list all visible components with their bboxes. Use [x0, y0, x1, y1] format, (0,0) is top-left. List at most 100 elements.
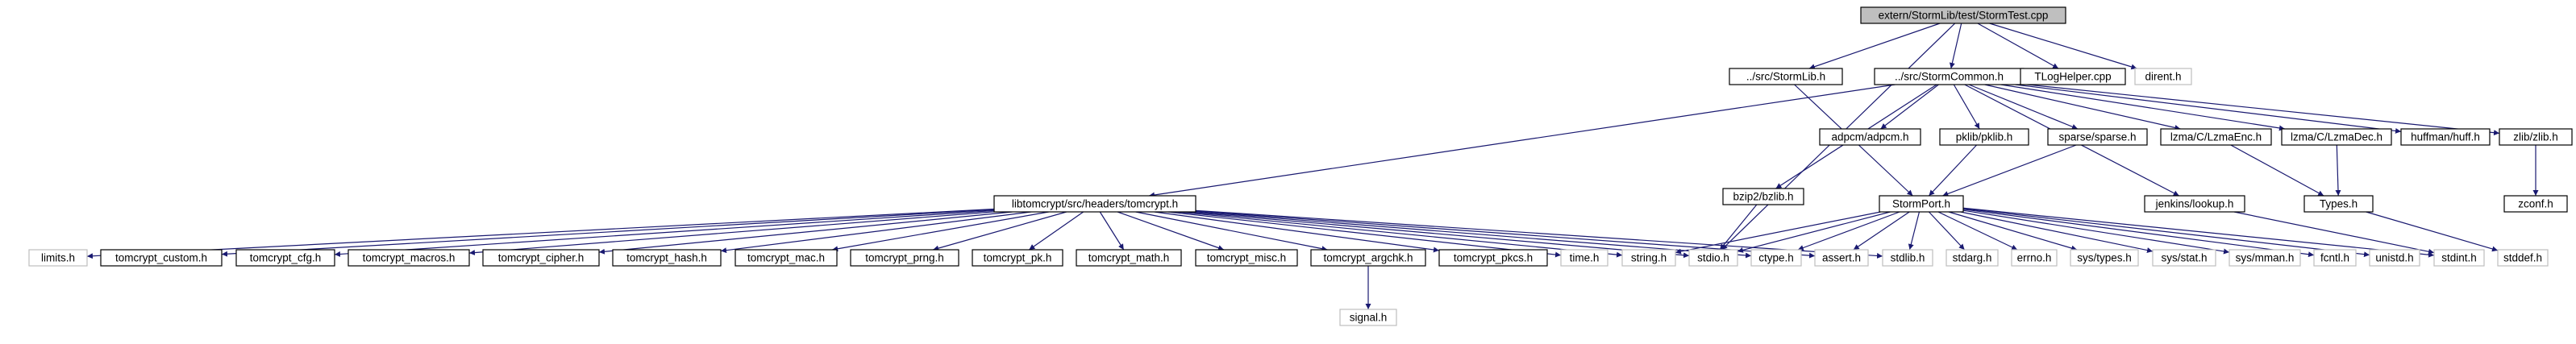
edge-stormport-to-sysmman [1962, 209, 2230, 255]
node-label: sys/types.h [2077, 252, 2132, 264]
edge-tomcrypt-to-stdio [1187, 211, 1690, 259]
node-zconf[interactable]: zconf.h [2503, 195, 2568, 213]
edge-types-to-stddef [2366, 211, 2499, 252]
edge-stormcommon-to-lzmaenc [1984, 84, 2181, 131]
node-tloghelper[interactable]: TLogHelper.cpp [2020, 68, 2126, 85]
edge-lzmadec-to-types [2335, 144, 2341, 197]
node-box [1688, 249, 1738, 267]
node-tc_prng[interactable]: tomcrypt_prng.h [850, 249, 959, 267]
edge-tomcrypt-to-tc_macros [468, 211, 995, 256]
node-stdarg: stdarg.h [1946, 249, 1999, 267]
edge-stormport-to-ctype [1797, 211, 1900, 251]
node-bzlib[interactable]: bzip2/bzlib.h [1722, 188, 1804, 205]
node-box [2020, 68, 2126, 85]
node-stormport[interactable]: StormPort.h [1879, 195, 1964, 213]
edge-stormcommon-to-zlib [2023, 83, 2500, 136]
edge-tomcrypt-to-tc_custom [221, 209, 995, 257]
node-box [2313, 249, 2357, 267]
node-limits: limits.h [28, 249, 88, 267]
edge-stormcommon-to-sparse [1968, 84, 2079, 130]
edge-tomcrypt-to-tc_cipher [598, 211, 1013, 255]
node-box [1722, 188, 1804, 205]
edge-stormport-to-unistd [1962, 208, 2370, 258]
nodes-layer: extern/StormLib/test/StormTest.cpp ../src… [28, 6, 2573, 326]
edge-stormport-to-errno [1937, 211, 2018, 251]
node-types[interactable]: Types.h [2303, 195, 2374, 213]
node-tc_misc[interactable]: tomcrypt_misc.h [1195, 249, 1298, 267]
edge-stormport-to-string [1675, 211, 1881, 255]
node-label: fcntl.h [2320, 252, 2349, 264]
node-tc_argchk[interactable]: tomcrypt_argchk.h [1310, 249, 1426, 267]
node-box [347, 249, 470, 267]
node-tc_custom[interactable]: tomcrypt_custom.h [100, 249, 223, 267]
node-label: sys/stat.h [2161, 252, 2207, 264]
node-root[interactable]: extern/StormLib/test/StormTest.cpp [1860, 6, 2066, 24]
node-lookup[interactable]: jenkins/lookup.h [2144, 195, 2245, 213]
node-label: signal.h [1350, 312, 1388, 324]
node-label: tomcrypt_cipher.h [498, 252, 585, 264]
node-label: TLogHelper.cpp [2034, 71, 2111, 83]
node-label: stdlib.h [1891, 252, 1925, 264]
node-box [1882, 249, 1933, 267]
node-box [482, 249, 600, 267]
node-label: tomcrypt_hash.h [626, 252, 707, 264]
node-box [612, 249, 722, 267]
node-label: tomcrypt_pk.h [984, 252, 1052, 264]
edge-stormcommon-to-tomcrypt [1148, 84, 1896, 198]
edge-tomcrypt-to-tc_pk [1028, 211, 1084, 251]
node-stormlib[interactable]: ../src/StormLib.h [1729, 68, 1843, 85]
node-huff[interactable]: huffman/huff.h [2400, 128, 2491, 146]
edge-stormcommon-to-huff [2015, 84, 2402, 134]
node-dirent: dirent.h [2134, 68, 2192, 85]
node-tomcrypt[interactable]: libtomcrypt/src/headers/tomcrypt.h [993, 195, 1196, 213]
node-label: tomcrypt_cfg.h [250, 252, 322, 264]
node-label: StormPort.h [1892, 198, 1950, 210]
edge-tomcrypt-to-ctype [1195, 211, 1752, 259]
node-box [850, 249, 959, 267]
edge-tomcrypt-to-time [1167, 211, 1562, 258]
node-label: ../src/StormCommon.h [1895, 71, 2004, 83]
node-assert: assert.h [1814, 249, 1869, 267]
node-tc_mac[interactable]: tomcrypt_mac.h [735, 249, 838, 267]
node-box [2152, 249, 2216, 267]
node-tc_macros[interactable]: tomcrypt_macros.h [347, 249, 470, 267]
node-label: tomcrypt_math.h [1088, 252, 1170, 264]
edge-tomcrypt-to-tc_argchk [1135, 211, 1328, 252]
node-stdint: stdint.h [2433, 249, 2485, 267]
node-stormcommon[interactable]: ../src/StormCommon.h [1874, 68, 2025, 85]
edge-stormport-to-sysstat [1960, 211, 2154, 254]
node-lzmaenc[interactable]: lzma/C/LzmaEnc.h [2160, 128, 2272, 146]
node-label: Types.h [2320, 198, 2358, 210]
node-box [1076, 249, 1182, 267]
node-sparse[interactable]: sparse/sparse.h [2047, 128, 2148, 146]
node-box [2433, 249, 2485, 267]
edge-lookup-to-stdint [2233, 211, 2435, 255]
node-tc_pk[interactable]: tomcrypt_pk.h [972, 249, 1063, 267]
node-zlib[interactable]: zlib/zlib.h [2499, 128, 2573, 146]
node-tc_cfg[interactable]: tomcrypt_cfg.h [235, 249, 335, 267]
node-label: ctype.h [1758, 252, 1794, 264]
edge-root-to-dirent [1989, 23, 2137, 70]
node-box [2047, 128, 2148, 146]
node-box [1750, 249, 1802, 267]
node-tc_hash[interactable]: tomcrypt_hash.h [612, 249, 722, 267]
edge-root-to-tloghelper [1977, 23, 2059, 69]
edges-layer [86, 23, 2539, 309]
node-tc_math[interactable]: tomcrypt_math.h [1076, 249, 1182, 267]
node-tc_cipher[interactable]: tomcrypt_cipher.h [482, 249, 600, 267]
node-box [1939, 128, 2029, 146]
node-fcntl: fcntl.h [2313, 249, 2357, 267]
node-adpcm[interactable]: adpcm/adpcm.h [1819, 128, 1921, 146]
node-tc_pkcs[interactable]: tomcrypt_pkcs.h [1438, 249, 1548, 267]
node-signal: signal.h [1339, 309, 1397, 326]
node-box [28, 249, 88, 267]
node-label: unistd.h [2375, 252, 2413, 264]
node-lzmadec[interactable]: lzma/C/LzmaDec.h [2281, 128, 2392, 146]
node-pklib[interactable]: pklib/pklib.h [1939, 128, 2029, 146]
edge-tomcrypt-to-limits [86, 208, 995, 259]
node-box [2070, 249, 2139, 267]
edge-tomcrypt-to-tc_cfg [334, 209, 995, 257]
node-label: sys/mman.h [2236, 252, 2295, 264]
edge-tomcrypt-to-tc_hash [720, 211, 1031, 254]
node-label: tomcrypt_mac.h [747, 252, 825, 264]
